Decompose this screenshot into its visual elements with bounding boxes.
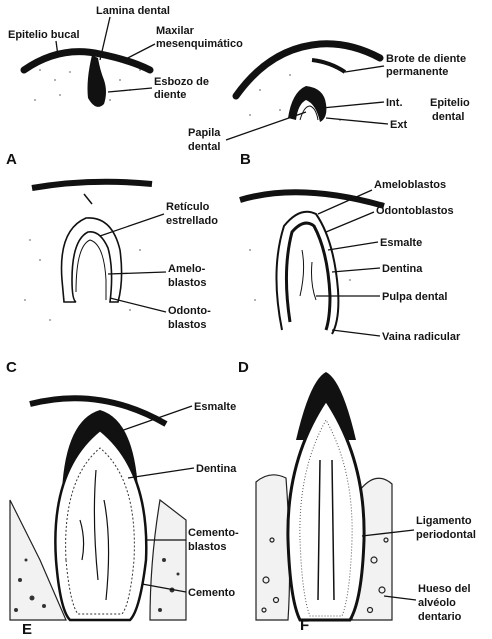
panel-label-c: C xyxy=(6,359,17,376)
label-int: Int. xyxy=(386,97,403,109)
label-reticulo: Retículo xyxy=(166,201,210,213)
panel-label-d: D xyxy=(238,359,249,376)
label-pulpa: Pulpa dental xyxy=(382,291,447,303)
label-hueso: Hueso del xyxy=(418,583,471,595)
label-periodontal: periodontal xyxy=(416,529,476,541)
panel-label-f: F xyxy=(300,617,309,634)
label-odontoblastos-c: Odonto- xyxy=(168,305,211,317)
label-epitelio-bucal: Epitelio bucal xyxy=(8,29,80,41)
label-ext: Ext xyxy=(390,119,407,131)
panel-e: Esmalte Dentina Cemento- blastos Cemento… xyxy=(10,398,239,638)
label-cemento-blastos: blastos xyxy=(188,541,227,553)
label-dentina-e: Dentina xyxy=(196,463,237,475)
label-cemento: Cemento xyxy=(188,587,235,599)
label-odontoblastos-d: Odontoblastos xyxy=(376,205,454,217)
permanent-bud-shape xyxy=(312,60,345,72)
oral-epithelium-c-shape xyxy=(32,182,152,188)
oral-epithelium-shape xyxy=(24,52,150,70)
label-permanente: permanente xyxy=(386,66,448,78)
label-esmalte-e: Esmalte xyxy=(194,401,236,413)
label-cementoblastos: Cemento- xyxy=(188,527,239,539)
label-ameloblastos-c: Amelo- xyxy=(168,263,206,275)
label-papila: Papila xyxy=(188,127,221,139)
label-ameloblastos-d: Ameloblastos xyxy=(374,179,446,191)
label-dentina-d: Dentina xyxy=(382,263,423,275)
label-brote: Brote de diente xyxy=(386,53,466,65)
alveolar-bone-right-e xyxy=(150,500,186,620)
label-maxilar: Maxilar xyxy=(156,25,195,37)
label-dental: dental xyxy=(432,111,464,123)
panel-label-a: A xyxy=(6,151,17,168)
label-esbozo: Esbozo de xyxy=(154,76,209,88)
panel-d: Ameloblastos Odontoblastos Esmalte Denti… xyxy=(238,179,461,376)
label-diente: diente xyxy=(154,89,186,101)
label-alveolo: alvéolo xyxy=(418,597,456,609)
label-odonto-blastos-c: blastos xyxy=(168,319,207,331)
bell-stage-outer-shape xyxy=(62,218,122,302)
panel-c: Retículo estrellado Amelo- blastos Odont… xyxy=(6,182,218,376)
label-blastos-c: blastos xyxy=(168,277,207,289)
panel-label-b: B xyxy=(240,151,251,168)
label-estrellado: estrellado xyxy=(166,215,218,227)
label-mesenquimatico: mesenquimático xyxy=(156,38,243,50)
label-vaina: Vaina radicular xyxy=(382,331,461,343)
panel-f: Ligamento periodontal Hueso del alvéolo … xyxy=(256,372,476,634)
label-epitelio-dental: Epitelio xyxy=(430,97,470,109)
label-papila-dental: dental xyxy=(188,141,220,153)
label-dentario: dentario xyxy=(418,611,462,623)
panel-label-e: E xyxy=(22,621,32,638)
alveolar-bone-left-f xyxy=(256,475,290,620)
label-esmalte-d: Esmalte xyxy=(380,237,422,249)
tooth-bud-shape xyxy=(88,55,107,107)
label-lamina-dental: Lamina dental xyxy=(96,5,170,17)
label-ligamento: Ligamento xyxy=(416,515,472,527)
panel-b: Brote de diente permanente Int. Ext Epit… xyxy=(188,44,470,168)
